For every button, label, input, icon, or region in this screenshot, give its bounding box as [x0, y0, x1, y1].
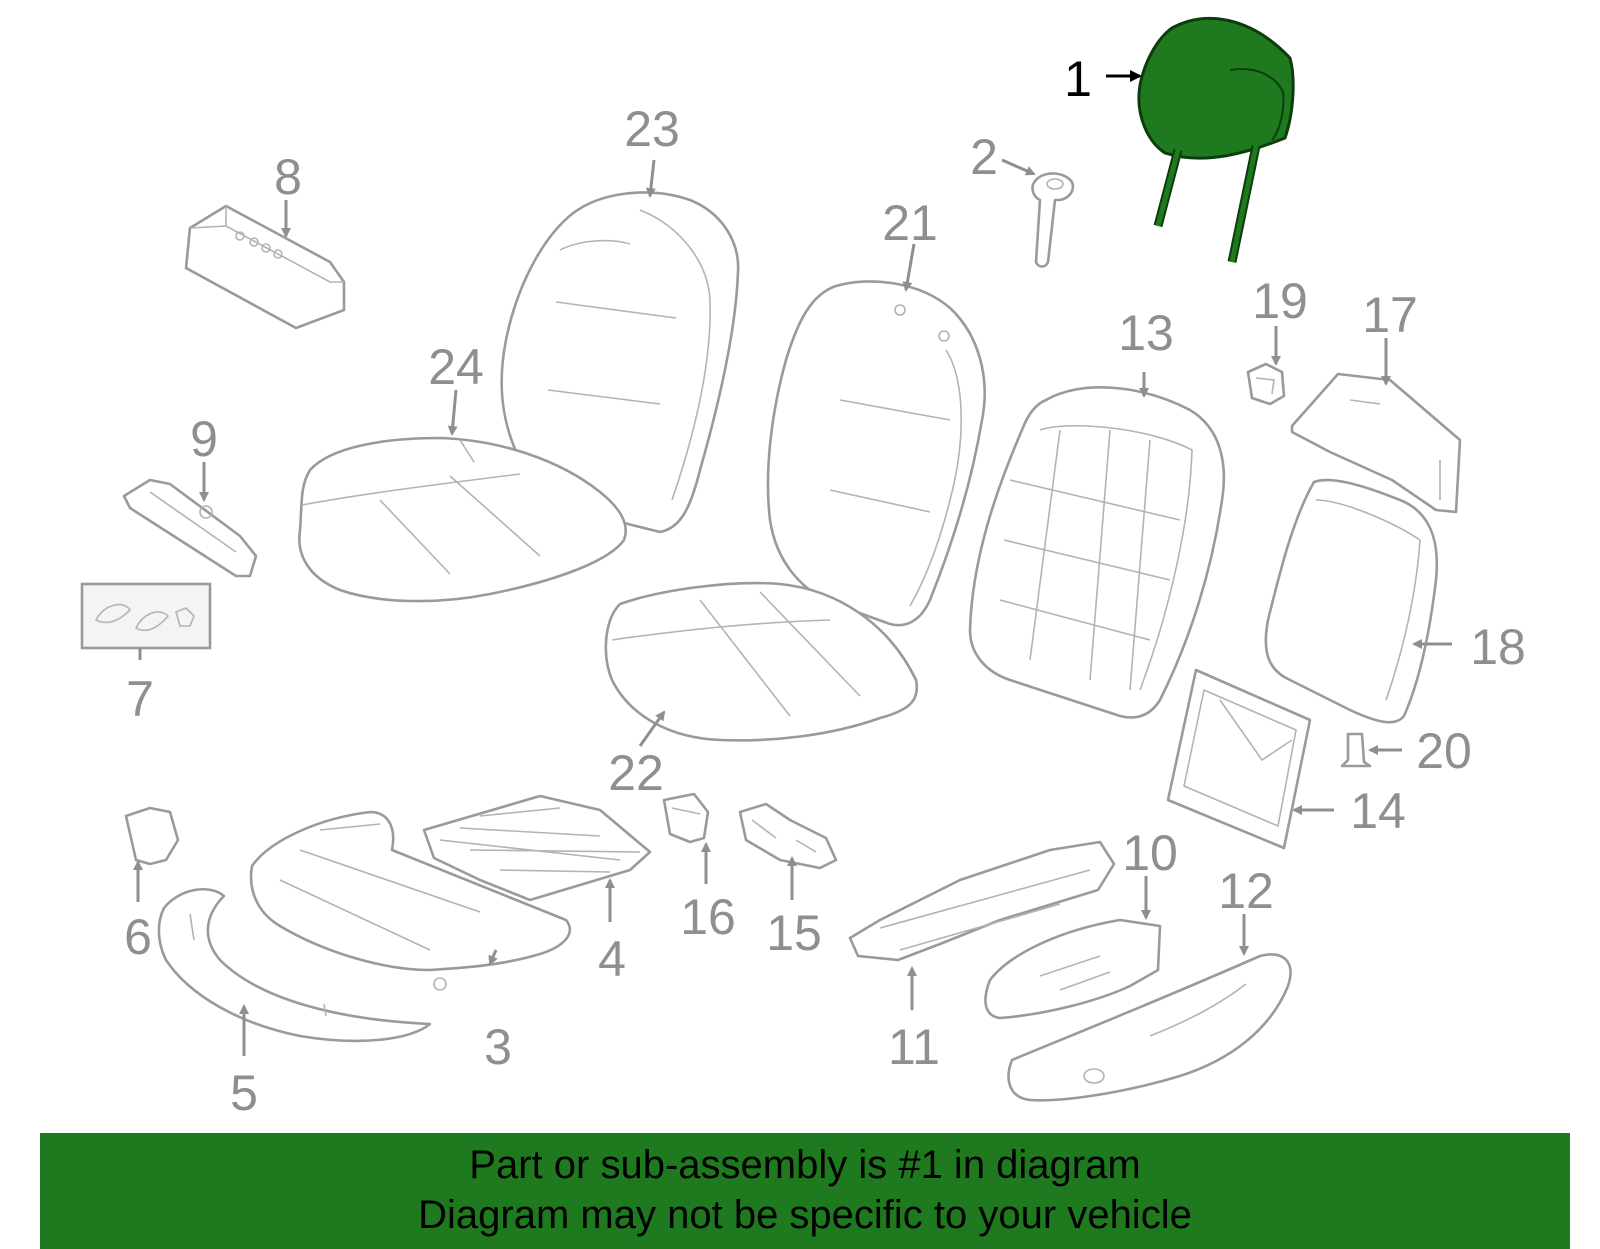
callout-11: 11: [888, 1019, 940, 1075]
part-19-clip[interactable]: [1246, 362, 1286, 406]
leader-3: [488, 949, 498, 966]
callout-13: 13: [1118, 305, 1174, 361]
leader-lines: [133, 70, 1452, 1056]
callout-22: 22: [608, 745, 664, 801]
callout-23: 23: [624, 101, 680, 157]
callout-24: 24: [428, 339, 484, 395]
leader-21: [902, 243, 916, 292]
part-7-fastener-kit[interactable]: [80, 582, 212, 650]
callout-19: 19: [1252, 273, 1308, 329]
callout-18: 18: [1470, 619, 1526, 675]
info-banner: Part or sub-assembly is #1 in diagram Di…: [40, 1133, 1570, 1249]
leader-22: [638, 710, 666, 747]
callout-7: 7: [126, 671, 154, 727]
part-6-end-cap[interactable]: [124, 806, 180, 866]
part-16-switch[interactable]: [662, 792, 710, 844]
callout-3: 3: [484, 1019, 512, 1075]
part-4-spring-mat[interactable]: [422, 794, 652, 902]
callout-16: 16: [680, 889, 736, 945]
part-18-back-panel[interactable]: [1264, 478, 1439, 724]
part-12-side-trim-outer[interactable]: [1007, 953, 1292, 1102]
part-20-push-pin[interactable]: [1340, 732, 1372, 768]
callout-9: 9: [190, 411, 218, 467]
part-2-headrest-guide[interactable]: [1031, 172, 1075, 268]
callout-21: 21: [882, 195, 938, 251]
callout-1: 1: [1064, 51, 1092, 107]
part-15-actuator[interactable]: [738, 802, 838, 870]
banner-part-note: Part or sub-assembly is #1 in diagram: [469, 1143, 1141, 1187]
part-5-trim-panel[interactable]: [157, 888, 432, 1043]
part-10-side-trim-inner[interactable]: [984, 918, 1162, 1020]
callout-8: 8: [274, 149, 302, 205]
callout-6: 6: [124, 909, 152, 965]
callout-12: 12: [1218, 863, 1274, 919]
banner-disclaimer: Diagram may not be specific to your vehi…: [418, 1193, 1192, 1237]
leader-2: [1001, 158, 1036, 176]
callout-5: 5: [230, 1065, 258, 1121]
callout-2: 2: [970, 129, 998, 185]
callout-15: 15: [766, 905, 822, 961]
leader-24: [447, 389, 458, 436]
part-13-seatback-frame[interactable]: [968, 386, 1226, 719]
part-22-cushion-foam[interactable]: [604, 581, 919, 742]
callout-17: 17: [1362, 287, 1418, 343]
callout-20: 20: [1416, 723, 1472, 779]
part-3-seat-pan[interactable]: [249, 810, 572, 991]
part-14-lumbar-support[interactable]: [1166, 668, 1312, 850]
part-17-back-panel-upper[interactable]: [1290, 372, 1462, 514]
callout-labels: 1 2 3 4 5 6 7 8 9 10 11 12 13 14 15 16 1…: [124, 51, 1526, 1121]
callout-14: 14: [1350, 783, 1406, 839]
part-8-switch-housing[interactable]: [184, 204, 346, 330]
callout-10: 10: [1122, 825, 1178, 881]
leader-23: [645, 159, 656, 198]
part-24-cushion-cover[interactable]: [298, 436, 627, 603]
part-11-seat-track[interactable]: [848, 840, 1116, 962]
part-9-bracket[interactable]: [122, 478, 258, 578]
callout-4: 4: [598, 931, 626, 987]
part-23-seatback-cover[interactable]: [500, 191, 740, 534]
part-21-seatback-cover-2[interactable]: [766, 280, 986, 627]
part-1-headrest[interactable]: [1137, 16, 1295, 263]
